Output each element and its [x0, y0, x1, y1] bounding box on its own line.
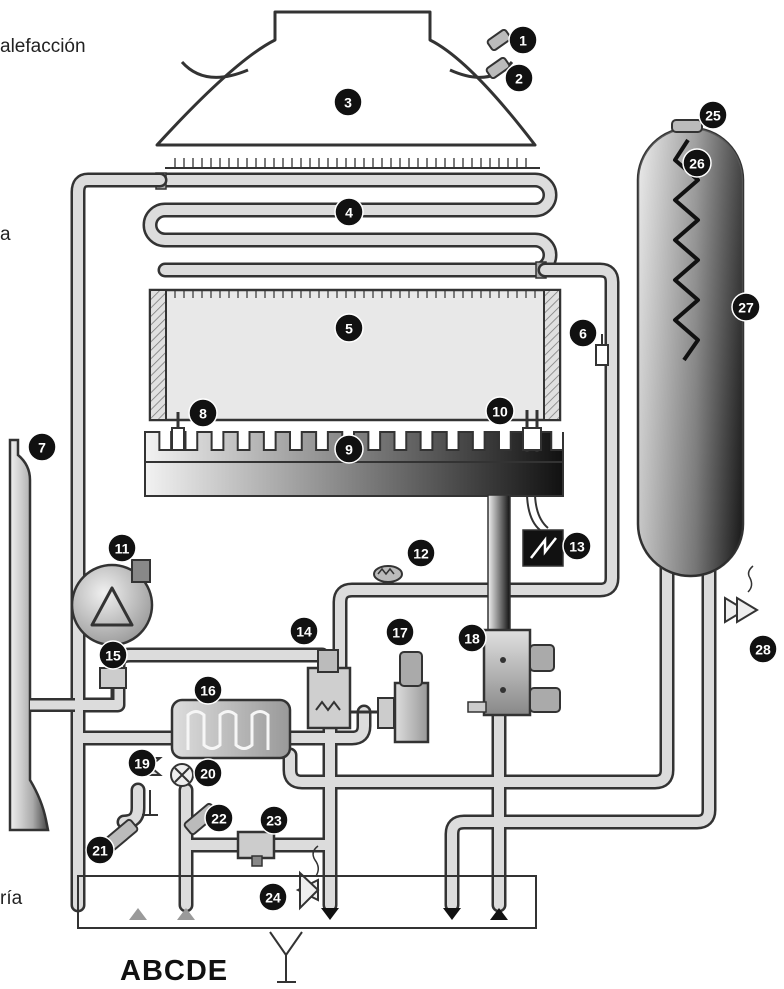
callout-21: 21 [85, 835, 115, 865]
callout-7: 7 [27, 432, 57, 462]
callout-number: 12 [413, 546, 429, 562]
outlet-arrow-hot-water [443, 908, 461, 920]
callout-number: 4 [345, 205, 353, 221]
callout-number: 19 [134, 756, 150, 772]
callout-17: 17 [385, 617, 415, 647]
gas-valve [467, 494, 561, 717]
inlet-arrow-cold-water [129, 908, 147, 920]
callout-number: 13 [569, 539, 585, 555]
callout-10: 10 [485, 396, 515, 426]
edge-label-battery: ría [0, 888, 23, 909]
callout-number: 25 [705, 108, 721, 124]
flue-hood [155, 10, 537, 147]
callout-number: 3 [344, 95, 352, 111]
storage-tank [636, 119, 745, 578]
callout-11: 11 [107, 533, 137, 563]
callout-23: 23 [259, 805, 289, 835]
callout-number: 24 [265, 890, 281, 906]
callout-number: 14 [296, 624, 312, 640]
tank-safety-valve [724, 565, 759, 624]
callout-number: 5 [345, 321, 353, 337]
callout-19: 19 [127, 748, 157, 778]
detection-electrode [522, 410, 542, 452]
callout-26: 26 [682, 148, 712, 178]
callout-number: 7 [38, 440, 46, 456]
callout-4: 4 [334, 197, 364, 227]
callout-number: 27 [738, 300, 754, 316]
callout-15: 15 [98, 640, 128, 670]
callout-16: 16 [193, 675, 223, 705]
outlet-arrow-heating [321, 908, 339, 920]
heating-sensor [373, 565, 403, 583]
callout-13: 13 [562, 531, 592, 561]
edge-label-fragment: a [0, 224, 11, 245]
ignition-electrode [171, 412, 185, 451]
inlet-arrow-filling [177, 908, 195, 920]
combustion-chamber [148, 288, 562, 422]
callout-28: 28 [748, 634, 778, 664]
callout-12: 12 [406, 538, 436, 568]
overheat-thermostat [595, 334, 609, 366]
callout-1: 1 [508, 25, 538, 55]
callout-number: 23 [266, 813, 282, 829]
callout-6: 6 [568, 318, 598, 348]
callout-14: 14 [289, 616, 319, 646]
inlet-arrow-gas [490, 908, 508, 920]
callout-number: 18 [464, 631, 480, 647]
callout-number: 22 [211, 811, 227, 827]
callout-18: 18 [457, 623, 487, 653]
callout-27: 27 [731, 292, 761, 322]
callout-9: 9 [334, 434, 364, 464]
callout-number: 9 [345, 442, 353, 458]
callout-number: 20 [200, 766, 216, 782]
connection-arrows [129, 908, 508, 920]
heat-exchanger [142, 158, 558, 279]
safety-valve [269, 845, 320, 983]
callout-22: 22 [204, 803, 234, 833]
callout-number: 2 [515, 71, 523, 87]
bypass-valve [236, 830, 276, 867]
callout-number: 28 [755, 642, 771, 658]
callout-number: 16 [200, 683, 216, 699]
callout-20: 20 [193, 758, 223, 788]
callout-number: 6 [579, 326, 587, 342]
plate-heat-exchanger [170, 698, 292, 760]
callout-3: 3 [333, 87, 363, 117]
connection-box [77, 875, 537, 929]
edge-label-heating: alefacción [0, 36, 86, 57]
diagram-caption: ABCDE [120, 955, 229, 987]
callout-number: 11 [115, 541, 130, 557]
callout-8: 8 [188, 398, 218, 428]
circulation-pump [70, 559, 154, 647]
filling-tap [170, 763, 194, 787]
callout-24: 24 [258, 882, 288, 912]
valve-motor [377, 651, 430, 744]
callout-number: 10 [492, 404, 508, 420]
callout-5: 5 [334, 313, 364, 343]
callout-number: 8 [199, 406, 207, 422]
callout-number: 1 [519, 33, 527, 49]
callout-number: 17 [392, 625, 408, 641]
ignition-transformer [522, 494, 564, 567]
callout-25: 25 [698, 100, 728, 130]
callout-number: 26 [689, 156, 705, 172]
expansion-vessel [8, 438, 75, 832]
callout-2: 2 [504, 63, 534, 93]
callout-number: 21 [92, 843, 108, 859]
callout-number: 15 [105, 648, 121, 664]
